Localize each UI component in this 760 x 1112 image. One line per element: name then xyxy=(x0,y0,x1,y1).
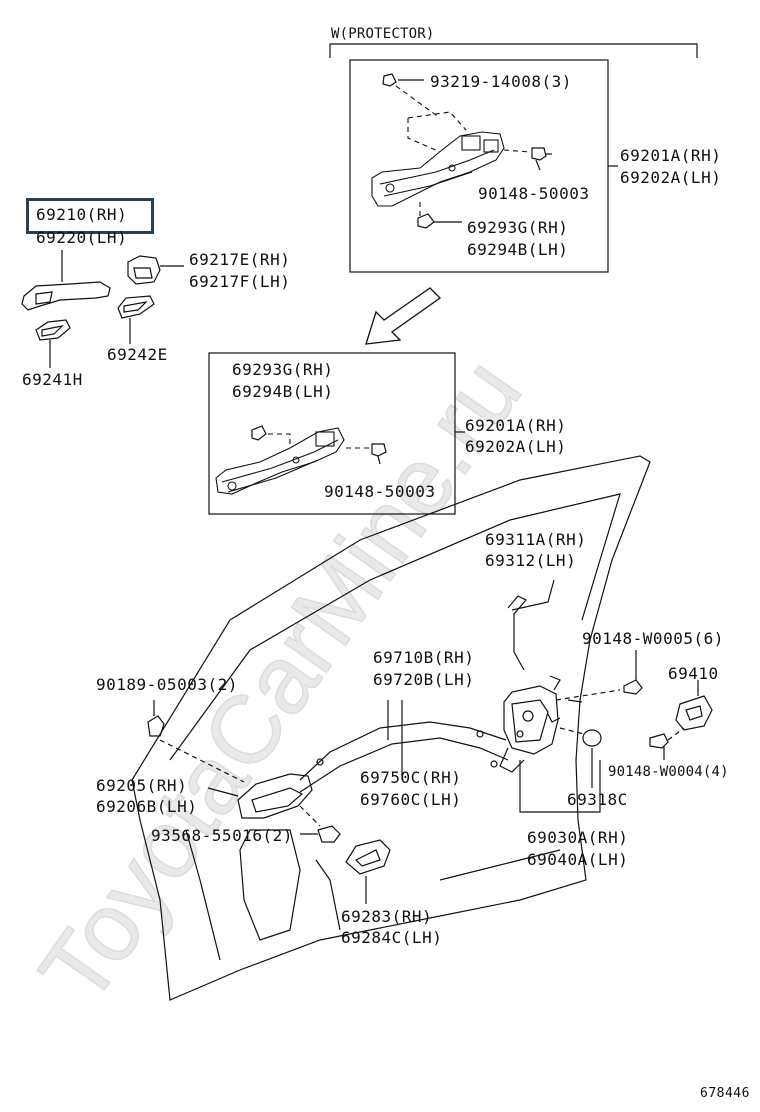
label-69206b: 69206B(LH) xyxy=(96,797,198,816)
striker-69410-icon xyxy=(675,680,713,731)
label-69720b: 69720B(LH) xyxy=(373,670,475,689)
door-outline xyxy=(131,455,651,1001)
label-69284c: 69284C(LH) xyxy=(341,928,443,947)
label-90148-w0005: 90148-W0005(6) xyxy=(582,629,724,648)
label-69293g-lower: 69293G(RH) xyxy=(232,360,334,379)
outside-handle-frame-lower xyxy=(215,427,372,495)
label-69217e: 69217E(RH) xyxy=(189,250,291,269)
label-93568: 93568-55016(2) xyxy=(151,826,293,845)
label-69760c: 69760C(LH) xyxy=(360,790,462,809)
label-69201a-lower: 69201A(RH) xyxy=(465,416,567,435)
label-69294b-upper: 69294B(LH) xyxy=(467,240,569,259)
label-69220: 69220(LH) xyxy=(36,228,128,247)
inside-handle-69205-icon xyxy=(159,739,313,819)
gasket-69241h-icon xyxy=(35,319,71,368)
outside-handle-69210-icon xyxy=(21,250,111,311)
protector-bracket xyxy=(329,43,698,58)
label-69201a-upper: 69201A(RH) xyxy=(620,146,722,165)
label-69710b: 69710B(RH) xyxy=(373,648,475,667)
highlight-box xyxy=(26,198,154,234)
label-69210: 69210(RH) xyxy=(36,205,128,224)
diagram-id: 678446 xyxy=(700,1086,750,1101)
outside-handle-frame-upper xyxy=(371,85,531,216)
label-69410: 69410 xyxy=(668,664,719,683)
label-90148-lower: 90148-50003 xyxy=(324,482,436,501)
bezel-69283-icon xyxy=(345,839,391,904)
cables xyxy=(299,700,509,793)
protector-title: W(PROTECTOR) xyxy=(331,26,435,42)
screw-90148-w0005-icon xyxy=(555,650,643,701)
clip-69293g-lower-icon xyxy=(251,425,267,441)
label-69242e: 69242E xyxy=(107,345,168,364)
label-69241h: 69241H xyxy=(22,370,83,389)
down-arrow-icon xyxy=(365,287,442,345)
label-69202a-upper: 69202A(LH) xyxy=(620,168,722,187)
label-69294b-lower: 69294B(LH) xyxy=(232,382,334,401)
label-69202a-lower: 69202A(LH) xyxy=(465,437,567,456)
cover-69217e-icon xyxy=(127,255,184,285)
label-69040a: 69040A(LH) xyxy=(527,850,629,869)
label-90148-upper: 90148-50003 xyxy=(478,184,590,203)
screw-90148-lower-icon xyxy=(371,443,387,465)
label-69217f: 69217F(LH) xyxy=(189,272,291,291)
cap-69318c-icon xyxy=(559,727,602,788)
label-69030a: 69030A(RH) xyxy=(527,828,629,847)
label-69205: 69205(RH) xyxy=(96,776,188,795)
label-69293g-upper: 69293G(RH) xyxy=(467,218,569,237)
clip-90189-icon xyxy=(147,700,165,737)
label-69750c: 69750C(RH) xyxy=(360,768,462,787)
label-69312: 69312(LH) xyxy=(485,551,577,570)
label-90148-w0004: 90148-W0004(4) xyxy=(608,764,729,780)
screw-90148-w0004-icon xyxy=(649,727,685,760)
screw-93568-icon xyxy=(299,805,341,843)
label-69311a: 69311A(RH) xyxy=(485,530,587,549)
label-69283: 69283(RH) xyxy=(341,907,433,926)
clip-69293g-upper-icon xyxy=(417,213,462,229)
label-90189: 90189-05003(2) xyxy=(96,675,238,694)
label-93219: 93219-14008(3) xyxy=(430,72,572,91)
rod-69311a-icon xyxy=(507,579,555,671)
label-69318c: 69318C xyxy=(567,790,628,809)
bolt-93219-icon xyxy=(382,73,424,87)
screw-90148-upper-icon xyxy=(531,147,552,171)
gasket-69242e-icon xyxy=(117,295,155,344)
door-lock-69030a-icon xyxy=(499,675,601,813)
frame-box xyxy=(208,352,456,515)
